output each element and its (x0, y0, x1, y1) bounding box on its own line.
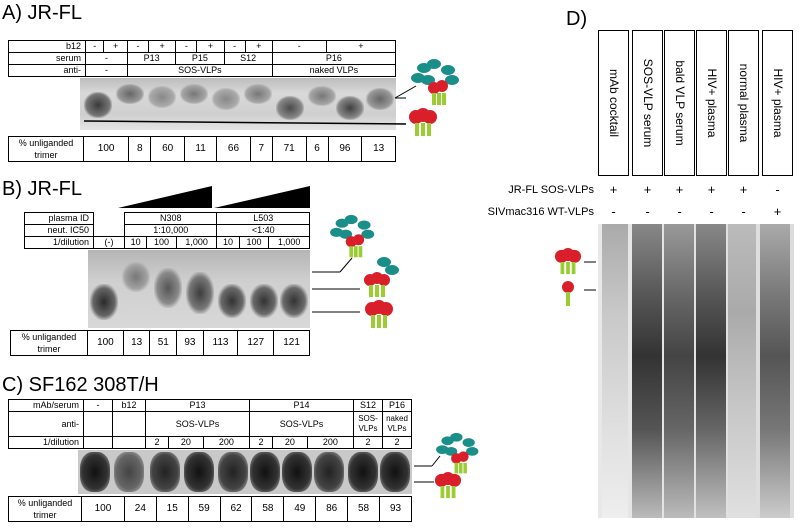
dilution-cell: 10 (216, 236, 240, 249)
percent-value: 93 (176, 330, 204, 356)
dilution-cell: 200 (306, 436, 355, 449)
unliganded-trimer-icon (554, 248, 582, 275)
sign-cell: + (739, 182, 748, 197)
panel-b-gel-image (88, 250, 310, 328)
row-label-anti: anti- (8, 64, 86, 77)
row-label-sivmac316-wt-vlps: SIVmac316 WT-VLPs (487, 206, 594, 218)
sign-cell: + (609, 182, 618, 197)
single-antibody-trimer-icon (364, 257, 399, 297)
sign-cell: - (775, 182, 780, 197)
percent-label: % unliganded trimer (10, 330, 88, 356)
panel-d-title: D) (566, 8, 588, 30)
unliganded-trimer-icon (434, 472, 462, 499)
percent-value: 13 (361, 136, 396, 162)
sign-cell: + (643, 182, 652, 197)
panel-c-title: C) SF162 308T/H (2, 374, 159, 396)
row-label-dilution: 1/dilution (8, 436, 84, 449)
panel-a-title: A) JR-FL (2, 2, 82, 24)
sign-cell: - (741, 204, 746, 219)
panel-a-percent-table: % unliganded trimer 100 8 60 11 66 7 71 … (8, 136, 396, 162)
sign-cell: - (677, 204, 682, 219)
sign-cell: + (675, 182, 684, 197)
panel-a-conditions-table: b12 - + - + - + - + - + serum - P13 P15 … (8, 40, 397, 77)
percent-value: 100 (82, 136, 130, 162)
percent-label: % unliganded trimer (8, 136, 84, 162)
panel-b-percent-table: % unliganded trimer 100 13 51 93 113 127… (10, 330, 310, 356)
anti-cell: naked VLPs (382, 411, 412, 437)
column-header-hiv-plasma: HIV+ plasma (696, 30, 727, 176)
percent-value: 58 (251, 496, 285, 522)
percent-value: 93 (379, 496, 412, 522)
percent-label: % unliganded trimer (8, 496, 82, 522)
column-header-mab-cocktail: mAb cocktail (598, 30, 629, 176)
column-header-sos-vlp-serum: SOS-VLP serum (632, 30, 663, 176)
percent-value: 113 (202, 330, 239, 356)
sign-cell: + (773, 204, 782, 219)
sign-cell: + (707, 182, 716, 197)
column-header-normal-plasma: normal plasma (728, 30, 759, 176)
percent-value: 6 (305, 136, 329, 162)
dilution-cell: 1,000 (268, 236, 310, 249)
sign-cell: - (709, 204, 714, 219)
panel-d-gel-image (598, 224, 794, 518)
dilution-cell: 2 (382, 436, 412, 449)
antibody-bound-trimer-icon (436, 432, 479, 474)
b12-cell: - (223, 40, 246, 53)
dilution-cell: 10 (123, 236, 148, 249)
antibody-bound-trimer-icon (411, 59, 459, 105)
monomer-icon (562, 281, 574, 306)
percent-value: 121 (273, 330, 310, 356)
dilution-wedge-n308 (118, 186, 212, 208)
sign-cell: - (611, 204, 616, 219)
panel-c-conditions-table: mAb/serum - b12 P13 P14 S12 P16 anti- SO… (8, 399, 412, 449)
percent-value: 127 (237, 330, 275, 356)
anti-cell: - (85, 64, 128, 77)
antibody-bound-trimer-icon (330, 214, 375, 258)
percent-value: 51 (149, 330, 178, 356)
percent-value: 86 (315, 496, 349, 522)
dilution-cell: 2 (144, 436, 170, 449)
dilution-cell: 200 (202, 436, 250, 449)
b12-cell: + (244, 40, 273, 53)
percent-value: 100 (87, 330, 124, 356)
panel-b-conditions-table: plasma ID N308 L503 neut. IC50 1:10,000 … (24, 212, 310, 249)
dilution-cell: 2 (248, 436, 274, 449)
percent-value: 66 (216, 136, 251, 162)
panel-b-title: B) JR-FL (2, 178, 82, 200)
dilution-cell: 20 (272, 436, 308, 449)
anti-cell: SOS-VLPs (145, 411, 250, 437)
percent-value: 8 (128, 136, 152, 162)
percent-value: 62 (219, 496, 253, 522)
dilution-cell: 20 (168, 436, 204, 449)
percent-value: 7 (249, 136, 273, 162)
unliganded-trimer-icon (409, 108, 437, 136)
column-header-bald-vlp-serum: bald VLP serum (664, 30, 695, 176)
dilution-wedge-l503 (214, 186, 310, 208)
row-label-jrfl-sos-vlps: JR-FL SOS-VLPs (508, 184, 594, 196)
anti-cell: naked VLPs (271, 64, 397, 77)
column-header-hiv-plasma-2: HIV+ plasma (762, 30, 793, 176)
percent-value: 11 (183, 136, 218, 162)
percent-value: 96 (327, 136, 363, 162)
sign-cell: - (645, 204, 650, 219)
percent-value: 100 (81, 496, 125, 522)
panel-c-gel-image (78, 450, 412, 494)
panel-c-percent-table: % unliganded trimer 100 24 15 59 62 58 4… (8, 496, 412, 522)
unliganded-trimer-icon (365, 300, 393, 328)
